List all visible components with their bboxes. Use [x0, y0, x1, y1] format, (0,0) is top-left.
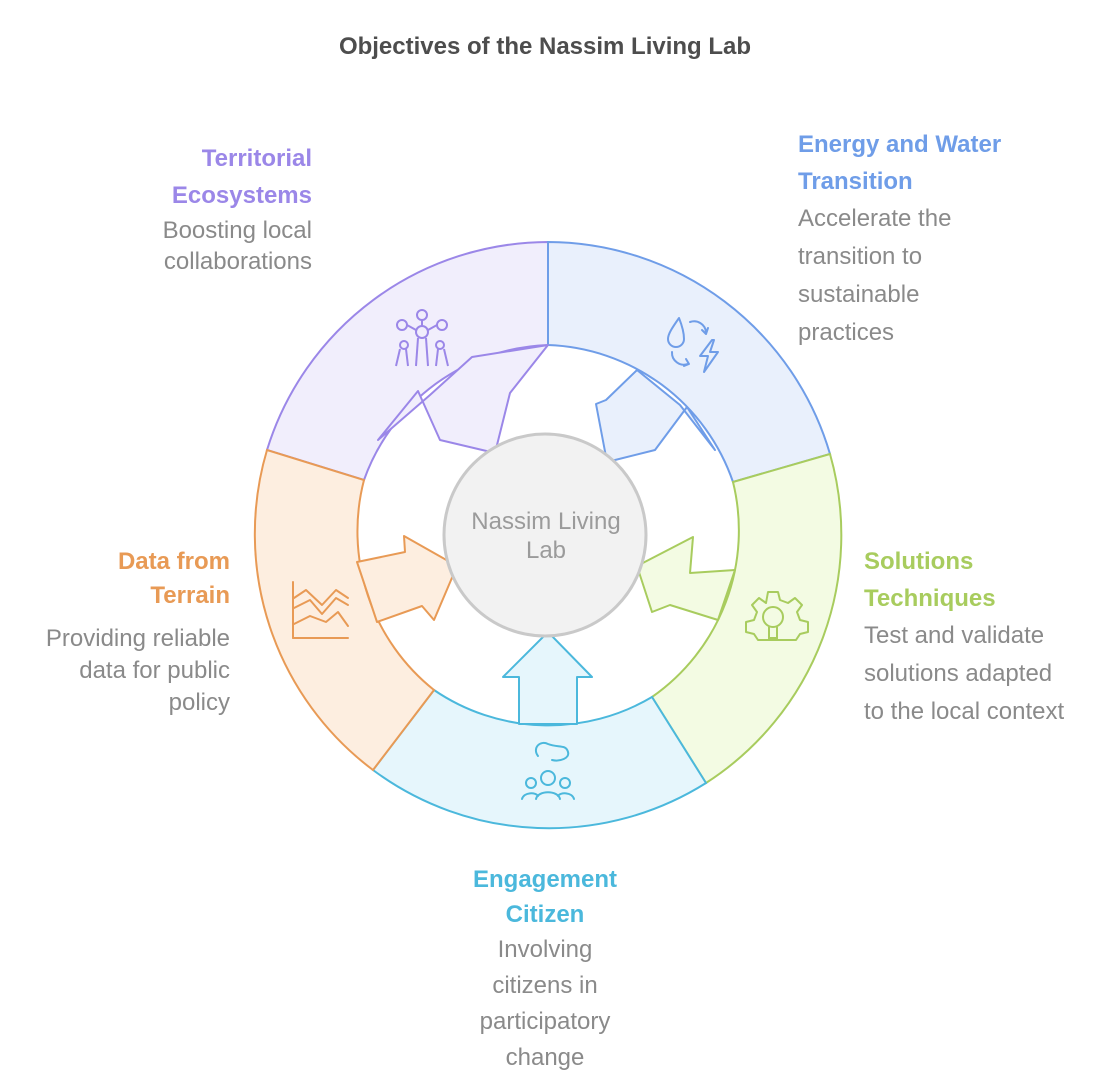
description-line: practices [798, 319, 895, 346]
description-line: Boosting local [162, 217, 312, 244]
heading-line: Territorial [201, 145, 312, 172]
center-label-line-1: Nassim Living [471, 508, 621, 535]
description-line: to the local context [864, 698, 1065, 725]
description-line: transition to [798, 243, 923, 270]
water-energy-cycle-icon [667, 317, 719, 373]
heading-line: Citizen [505, 901, 585, 928]
arrow-territorial [377, 344, 549, 454]
description-line: collaborations [163, 248, 312, 275]
label-solutions: Solutions Techniques Test and validate s… [864, 543, 1104, 731]
description-line: data for public [79, 657, 230, 684]
description-line: change [505, 1044, 585, 1071]
label-territorial: Territorial Ecosystems Boosting local co… [80, 140, 312, 277]
segment-engagement[interactable] [371, 688, 708, 830]
gear-lightbulb-icon [745, 591, 809, 641]
description-line: solutions adapted [864, 660, 1053, 687]
line-chart-icon [292, 581, 349, 639]
heading-line: Data from [117, 548, 230, 575]
heading-line: Techniques [864, 585, 996, 612]
center-label-line-2: Lab [525, 537, 567, 564]
segment-solutions[interactable] [650, 452, 843, 785]
heading-line: Energy and Water [798, 131, 1002, 158]
heading-line: Terrain [150, 582, 230, 609]
arrow-energy [595, 369, 716, 463]
title: Objectives of the Nassim Living Lab [338, 33, 752, 60]
description-line: Involving [497, 936, 593, 963]
molecule-network-icon [395, 309, 449, 367]
center-label: Nassim Living Lab [444, 507, 648, 565]
heading-line: Solutions [864, 548, 974, 575]
description-line: Providing reliable [45, 625, 230, 652]
label-engagement: Engagement Citizen Involving citizens in… [430, 862, 660, 1076]
heading-line: Engagement [472, 866, 618, 893]
heading-line: Ecosystems [171, 182, 312, 209]
heading-line: Transition [798, 168, 913, 195]
segment-data[interactable] [253, 448, 436, 772]
arrow-solutions [636, 536, 736, 621]
segment-energy[interactable] [547, 240, 832, 484]
description-line: policy [168, 689, 230, 716]
arrow-data [356, 535, 458, 623]
description-line: citizens in [492, 972, 598, 999]
description-line: Test and validate [864, 622, 1045, 649]
description-line: sustainable [798, 281, 920, 308]
center-circle[interactable] [442, 432, 648, 638]
label-data: Data from Terrain Providing reliable dat… [10, 545, 230, 719]
description-line: participatory [479, 1008, 611, 1035]
arrow-engagement [502, 631, 593, 725]
label-energy: Energy and Water Transition Accelerate t… [798, 126, 1088, 352]
people-group-icon [521, 742, 575, 800]
description-line: Accelerate the [798, 205, 952, 232]
